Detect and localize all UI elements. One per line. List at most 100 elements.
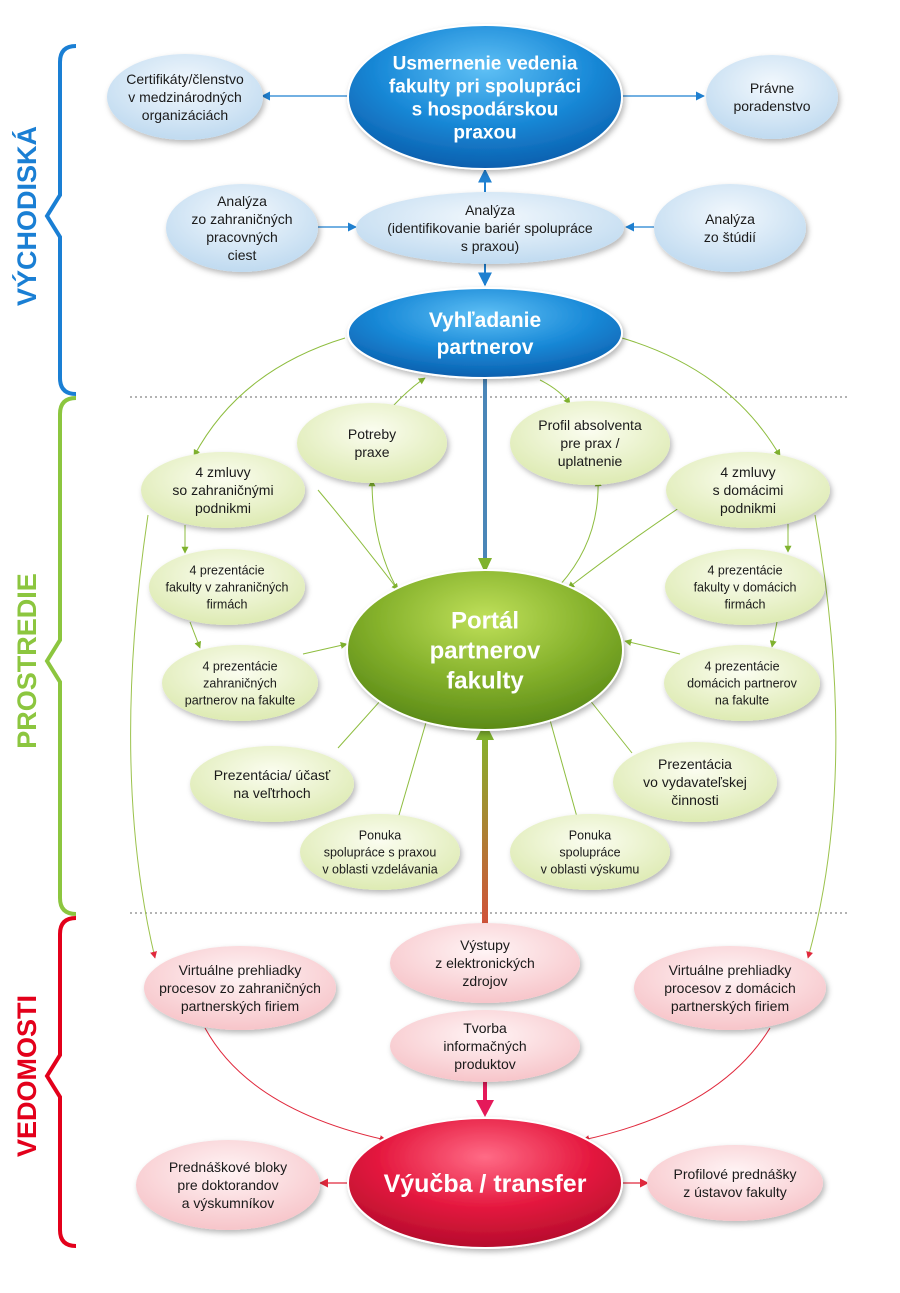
- node-label-line: Právne: [750, 80, 795, 96]
- connectors-red: [204, 1027, 771, 1188]
- node-label-line: činnosti: [671, 792, 718, 808]
- node-label-line: procesov z domácich: [664, 980, 796, 996]
- node-shape: [347, 287, 623, 379]
- node-label-line: produktov: [454, 1056, 515, 1072]
- node-label-line: fakulty: [446, 668, 524, 695]
- node-label-line: 4 prezentácie: [189, 564, 264, 578]
- node-label-line: Certifikáty/členstvo: [126, 71, 244, 87]
- node-shape: [634, 946, 826, 1030]
- node-label-line: pre doktorandov: [177, 1177, 278, 1193]
- node-shape: [346, 569, 624, 731]
- node-label-line: zo štúdií: [704, 229, 756, 245]
- node-shape: [297, 403, 447, 483]
- node-shape: [149, 549, 305, 625]
- node-label-line: praxou: [453, 122, 516, 143]
- node-shape: [666, 452, 830, 528]
- node-shape: [136, 1140, 320, 1230]
- node-label-line: fakulty v zahraničných: [166, 581, 289, 595]
- node-label-line: z elektronických: [435, 955, 535, 971]
- node-label-line: Tvorba: [463, 1020, 507, 1036]
- node-label-line: firmách: [207, 598, 248, 612]
- node-prednaskove: Prednáškové bloky pre doktorandov a výskum…: [136, 1140, 320, 1230]
- node-shape: [347, 1117, 623, 1249]
- node-label-line: Virtuálne prehliadky: [669, 962, 792, 978]
- node-label-line: podnikmi: [195, 500, 251, 516]
- node-pravne: Právne poradenstvo: [706, 55, 838, 139]
- node-label-line: 4 prezentácie: [202, 660, 277, 674]
- connectors-green: [130, 337, 837, 959]
- bracket-vychodiska: [44, 44, 77, 396]
- node-shape: [510, 814, 670, 890]
- node-label-line: zahraničných: [203, 677, 277, 691]
- node-label-line: 4 zmluvy: [720, 464, 775, 480]
- node-shape: [665, 549, 825, 625]
- node-tvorba: Tvorba informačných produktov: [390, 1010, 580, 1082]
- node-label-line: z ústavov fakulty: [683, 1184, 787, 1200]
- node-shape: [664, 645, 820, 721]
- node-label-line: partnerských firiem: [181, 998, 299, 1014]
- node-label-line: Výučba / transfer: [384, 1170, 587, 1198]
- node-shape: [390, 923, 580, 1003]
- connectors-main: [476, 376, 494, 1117]
- node-shape: [166, 184, 318, 272]
- node-label-line: (identifikovanie bariér spolupráce: [387, 220, 593, 236]
- node-label-line: spolupráce s praxou: [324, 846, 437, 860]
- node-label-line: zo zahraničných: [191, 211, 292, 227]
- node-label-line: Analýza: [217, 193, 267, 209]
- node-label-line: Ponuka: [569, 829, 611, 843]
- bracket-vedomosti: [44, 916, 77, 1248]
- node-shape: [654, 184, 806, 272]
- node-label-line: Výstupy: [460, 937, 510, 953]
- node-shape: [141, 452, 305, 528]
- node-shape: [107, 54, 263, 140]
- node-label-line: informačných: [443, 1038, 526, 1054]
- node-label-line: Potreby: [348, 426, 396, 442]
- node-analyza-bari: Analýza(identifikovanie bariér spoluprác…: [356, 192, 624, 264]
- node-label-line: v oblasti vzdelávania: [322, 863, 437, 877]
- section-label-vedomosti: VEDOMOSTI: [12, 995, 42, 1157]
- node-prez-zahr-part: 4 prezentácie zahraničných partnerov na fa…: [162, 645, 318, 721]
- node-shape: [510, 401, 670, 485]
- connectors-blue: [261, 91, 705, 287]
- node-label-line: vo vydavateľskej: [643, 774, 747, 790]
- node-label-line: s domácimi: [713, 482, 784, 498]
- node-label-line: partnerských firiem: [671, 998, 789, 1014]
- node-label-line: uplatnenie: [558, 453, 623, 469]
- node-label-line: s praxou): [461, 238, 519, 254]
- node-shape: [390, 1010, 580, 1082]
- node-label-line: s hospodárskou: [412, 99, 559, 120]
- node-label-line: a výskumníkov: [182, 1195, 275, 1211]
- node-label-line: ciest: [228, 247, 257, 263]
- node-label-line: poradenstvo: [733, 98, 810, 114]
- node-label-line: domácich partnerov: [687, 677, 798, 691]
- node-shape: [647, 1145, 823, 1221]
- node-label-line: na veľtrhoch: [233, 785, 310, 801]
- node-label-line: 4 zmluvy: [195, 464, 250, 480]
- node-label-line: partnerov na fakulte: [185, 694, 296, 708]
- bracket-prostredie: [44, 396, 77, 916]
- node-shape: [706, 55, 838, 139]
- node-label-line: Prednáškové bloky: [169, 1159, 287, 1175]
- node-label-line: podnikmi: [720, 500, 776, 516]
- node-label-line: 4 prezentácie: [704, 660, 779, 674]
- node-label-line: fakulty pri spolupráci: [389, 76, 581, 97]
- node-label-line: Prezentácia/ účasť: [214, 767, 331, 783]
- node-label-line: v medzinárodných: [128, 89, 242, 105]
- node-label-line: pre prax /: [560, 435, 619, 451]
- section-label-prostredie: PROSTREDIE: [12, 573, 42, 749]
- node-shape: [356, 192, 624, 264]
- node-label-line: procesov zo zahraničných: [159, 980, 321, 996]
- node-label-line: 4 prezentácie: [707, 564, 782, 578]
